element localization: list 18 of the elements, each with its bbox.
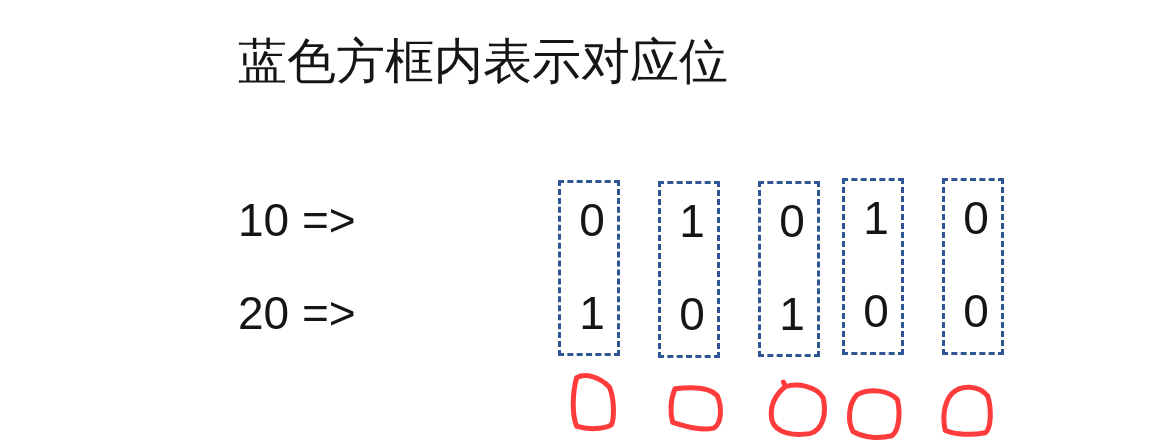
bit-value: 1: [862, 195, 889, 241]
dashed-box: [658, 181, 720, 358]
bit-value: 1: [778, 291, 805, 337]
diagram-title: 蓝色方框内表示对应位: [238, 36, 728, 86]
row-label: 10 =>: [238, 197, 356, 243]
bit-value: 1: [578, 290, 605, 336]
bit-value: 0: [678, 291, 705, 337]
dashed-box: [758, 181, 820, 357]
bit-value: 0: [578, 197, 605, 243]
row-label: 20 =>: [238, 290, 356, 336]
bit-value: 0: [778, 198, 805, 244]
bit-value: 0: [962, 288, 989, 334]
dashed-box: [842, 178, 904, 355]
bit-value: 0: [962, 195, 989, 241]
dashed-box: [942, 178, 1004, 355]
bit-value: 1: [678, 198, 705, 244]
dashed-box: [558, 180, 620, 356]
bit-value: 0: [862, 288, 889, 334]
